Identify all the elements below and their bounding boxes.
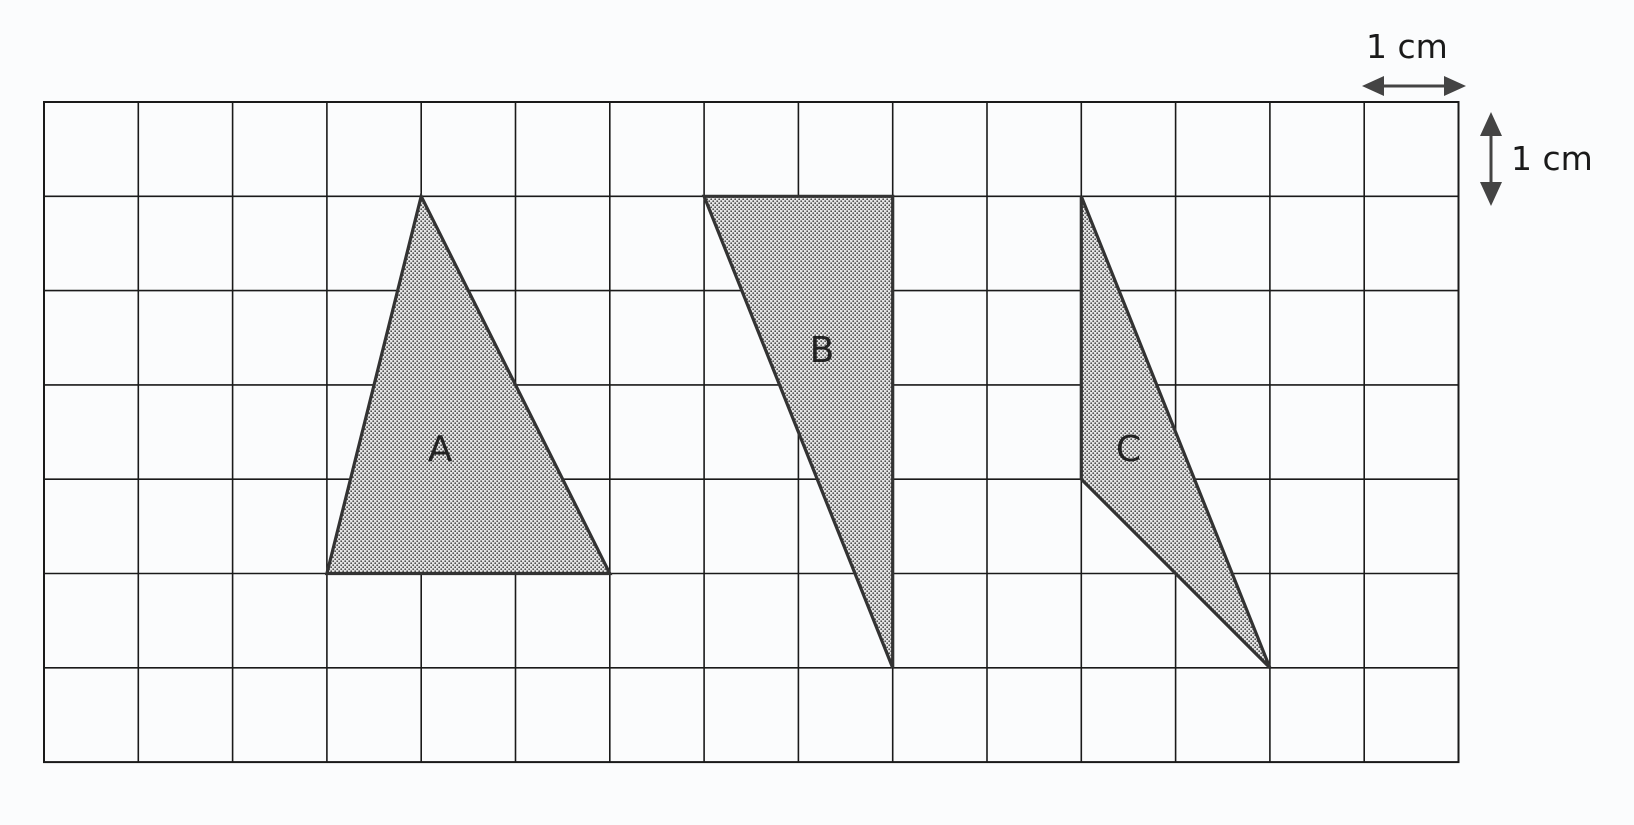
horizontal-scale-indicator: 1 cm (1362, 27, 1466, 96)
triangle-c-label: C (1116, 429, 1141, 470)
vertical-scale-label: 1 cm (1511, 139, 1593, 178)
triangle-a (324, 191, 613, 576)
vertical-scale-indicator: 1 cm (1480, 112, 1593, 206)
horizontal-scale-label: 1 cm (1366, 27, 1448, 66)
triangle-a-label: A (428, 429, 453, 470)
triangles: A B C (324, 191, 1272, 669)
arrow-left-icon (1362, 76, 1384, 96)
triangle-b (701, 194, 895, 669)
arrow-up-icon (1480, 112, 1502, 136)
grid-border (43, 101, 1460, 764)
arrow-right-icon (1444, 76, 1466, 96)
triangle-b-label: B (810, 330, 835, 371)
triangle-c (1079, 195, 1272, 669)
arrow-down-icon (1480, 182, 1502, 206)
